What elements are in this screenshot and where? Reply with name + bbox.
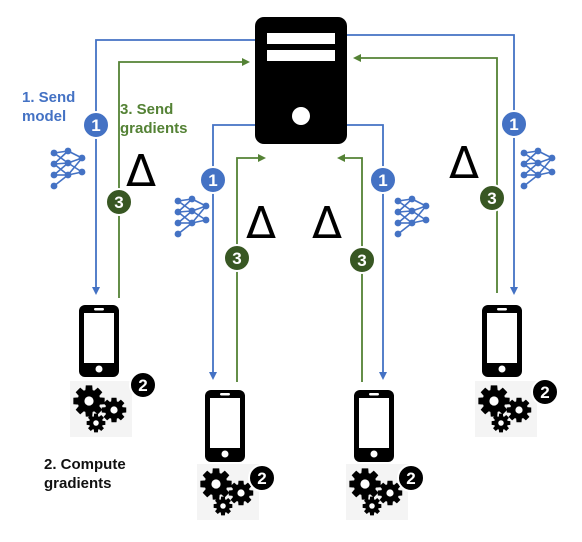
delta-symbol: Δ (312, 198, 342, 249)
send-gradients-label-line2: gradients (120, 120, 188, 137)
compute-gradients-label-line2: gradients (44, 475, 112, 492)
svg-text:1: 1 (378, 171, 387, 190)
smartphone-icon (482, 305, 522, 377)
send-gradients-arrow-3 (337, 154, 363, 382)
svg-text:3: 3 (357, 251, 366, 270)
step-2-badge: 2 (397, 464, 425, 492)
send-model-arrow-1 (92, 39, 255, 295)
compute-gradients-label-line1: 2. Compute (44, 456, 126, 473)
svg-text:1: 1 (91, 116, 100, 135)
neural-network-icon (49, 146, 87, 191)
delta-symbol: Δ (449, 138, 479, 189)
step-1-badge: 1 (82, 111, 110, 139)
send-model-arrow-2 (209, 124, 255, 380)
neural-network-icon (519, 146, 557, 191)
step-2-badge: 2 (531, 378, 559, 406)
server-icon (255, 17, 347, 144)
step-3-badge: 3 (348, 246, 376, 274)
gears-icon (343, 462, 408, 520)
smartphone-icon (79, 305, 119, 377)
step-3-badge: 3 (105, 188, 133, 216)
step-1-badge: 1 (199, 166, 227, 194)
step-1-badge: 1 (369, 166, 397, 194)
svg-text:3: 3 (232, 249, 241, 268)
send-gradients-label: 3. Send gradients (120, 100, 188, 138)
smartphone-icon (354, 390, 394, 462)
compute-gradients-label: 2. Compute gradients (44, 455, 126, 493)
svg-text:1: 1 (208, 171, 217, 190)
svg-text:2: 2 (540, 383, 549, 402)
svg-text:2: 2 (406, 469, 415, 488)
send-model-arrow-4 (347, 34, 518, 295)
gears-icon (472, 379, 537, 437)
send-model-label: 1. Send model (22, 88, 75, 126)
step-1-badge: 1 (500, 110, 528, 138)
send-model-arrow-3 (347, 124, 387, 380)
svg-text:3: 3 (114, 193, 123, 212)
neural-network-icon (173, 194, 211, 239)
step-3-badge: 3 (478, 184, 506, 212)
send-model-label-line1: 1. Send (22, 89, 76, 106)
gears-icon (67, 379, 132, 437)
svg-text:1: 1 (509, 115, 518, 134)
gears-icon (194, 462, 259, 520)
delta-symbol: Δ (246, 198, 276, 249)
send-gradients-arrow-1 (118, 58, 250, 298)
smartphone-icon (205, 390, 245, 462)
step-2-badge: 2 (248, 464, 276, 492)
svg-text:2: 2 (138, 376, 147, 395)
send-gradients-arrow-4 (353, 54, 498, 293)
send-gradients-arrow-2 (236, 154, 266, 382)
neural-network-icon (393, 194, 431, 239)
step-2-badge: 2 (129, 371, 157, 399)
send-model-label-line2: model (22, 108, 67, 125)
svg-text:3: 3 (487, 189, 496, 208)
send-gradients-label-line1: 3. Send (120, 101, 174, 118)
step-3-badge: 3 (223, 244, 251, 272)
delta-symbol: Δ (126, 146, 156, 197)
svg-text:2: 2 (257, 469, 266, 488)
